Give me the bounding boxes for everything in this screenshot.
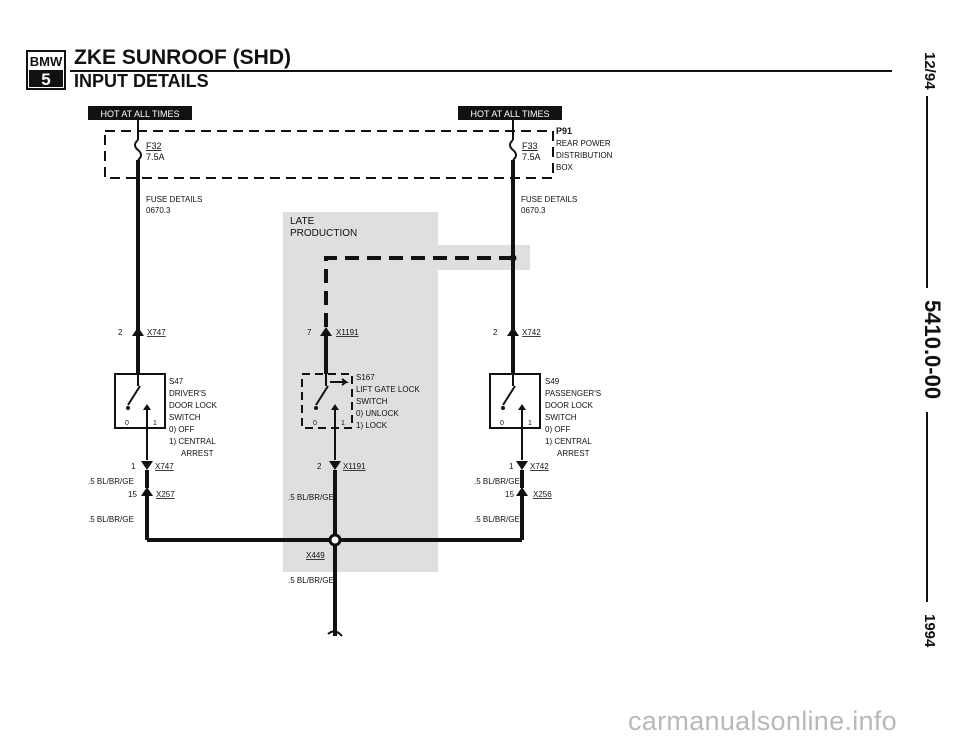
switch-s47-id: S47 xyxy=(169,377,184,386)
logo-text: BMW xyxy=(30,54,63,69)
side-rule-top xyxy=(926,96,928,288)
wire-left-lower: .5 BL/BR/GE xyxy=(88,515,134,524)
switch-s47-pos1: 1 xyxy=(153,420,157,427)
hot-box-left xyxy=(88,106,192,120)
fuse-left-id: F32 xyxy=(146,141,162,151)
late-production-label-2: PRODUCTION xyxy=(290,228,357,239)
wire-left-upper: .5 BL/BR/GE xyxy=(88,477,134,486)
conn-mid-bot-id: X1191 xyxy=(343,462,366,471)
switch-s167-pos0: 0 xyxy=(313,420,317,427)
page-title: ZKE SUNROOF (SHD) xyxy=(74,46,291,69)
conn-left-top-pin: 2 xyxy=(118,328,123,337)
switch-s167-pos1: 1 xyxy=(341,420,345,427)
conn-mid-top-id: X1191 xyxy=(336,328,359,337)
conn-right-bot-pin: 1 xyxy=(509,462,514,471)
wire-mid-lower: .5 BL/BR/GE xyxy=(288,576,334,585)
switch-s167-line2: SWITCH xyxy=(356,397,388,406)
switch-s49-id: S49 xyxy=(545,377,560,386)
switch-s47-state1b: ARREST xyxy=(181,449,214,458)
late-production-label-1: LATE xyxy=(290,216,315,227)
splice-x449 xyxy=(328,533,342,547)
wire-mid-upper: .5 BL/BR/GE xyxy=(288,493,334,502)
wire-right-upper: .5 BL/BR/GE xyxy=(474,477,520,486)
switch-s47-line2: DOOR LOCK xyxy=(169,401,218,410)
switch-s49-line3: SWITCH xyxy=(545,413,577,422)
fuse-details-right-ref: 0670.3 xyxy=(521,206,546,215)
fuse-f32-symbol xyxy=(134,139,142,161)
switch-s49-state0: 0) OFF xyxy=(545,425,570,434)
header-rule xyxy=(70,70,892,72)
switch-s47-line1: DRIVER'S xyxy=(169,389,206,398)
conn-right-top-id: X742 xyxy=(522,328,541,337)
logo-series: 5 xyxy=(41,70,50,89)
conn-left-x-pin: 15 xyxy=(128,490,137,499)
late-production-feed xyxy=(324,256,513,330)
switch-s49-line1: PASSENGER'S xyxy=(545,389,601,398)
hot-box-right xyxy=(458,106,562,120)
switch-s49-line2: DOOR LOCK xyxy=(545,401,594,410)
fuse-details-left: FUSE DETAILS xyxy=(146,195,202,204)
switch-s47-state1: 1) CENTRAL xyxy=(169,437,216,446)
dist-box-line1: REAR POWER xyxy=(556,139,611,148)
fuse-details-left-ref: 0670.3 xyxy=(146,206,171,215)
fuse-box-outline xyxy=(104,130,554,179)
switch-s167-id: S167 xyxy=(356,373,375,382)
watermark: carmanualsonline.info xyxy=(628,706,897,736)
switch-s167-line1: LIFT GATE LOCK xyxy=(356,385,420,394)
switch-s49-pos1: 1 xyxy=(528,420,532,427)
switch-s167-state0: 0) UNLOCK xyxy=(356,409,399,418)
conn-left-top-id: X747 xyxy=(147,328,166,337)
dist-box-id: P91 xyxy=(556,126,572,136)
hot-label-left: HOT AT ALL TIMES xyxy=(100,109,179,119)
conn-left-x-id: X257 xyxy=(156,490,175,499)
conn-left-bot-pin: 1 xyxy=(131,462,136,471)
dist-box-line3: BOX xyxy=(556,163,574,172)
conn-mid-top-pin: 7 xyxy=(307,328,312,337)
fuse-left-rating: 7.5A xyxy=(146,152,165,162)
late-production-region xyxy=(283,212,438,572)
switch-s47-line3: SWITCH xyxy=(169,413,201,422)
splice-id: X449 xyxy=(306,551,325,560)
wire-right-lower: .5 BL/BR/GE xyxy=(474,515,520,524)
switch-s49-pos0: 0 xyxy=(500,420,504,427)
switch-s49-state1b: ARREST xyxy=(557,449,590,458)
switch-s47-pos0: 0 xyxy=(125,420,129,427)
conn-right-top-pin: 2 xyxy=(493,328,498,337)
fuse-f33-symbol xyxy=(509,139,517,161)
switch-s49-box xyxy=(489,373,541,429)
switch-s47-state0: 0) OFF xyxy=(169,425,194,434)
conn-right-x-id: X256 xyxy=(533,490,552,499)
fuse-details-right: FUSE DETAILS xyxy=(521,195,577,204)
dist-box-line2: DISTRIBUTION xyxy=(556,151,613,160)
conn-right-x-pin: 15 xyxy=(505,490,514,499)
page-subtitle: INPUT DETAILS xyxy=(74,71,209,91)
fuse-right-id: F33 xyxy=(522,141,538,151)
side-rule-bottom xyxy=(926,412,928,602)
fuse-right-rating: 7.5A xyxy=(522,152,541,162)
switch-s49-state1: 1) CENTRAL xyxy=(545,437,592,446)
conn-mid-bot-pin: 2 xyxy=(317,462,322,471)
switch-s47-box xyxy=(114,373,166,429)
conn-right-bot-id: X742 xyxy=(530,462,549,471)
hot-label-right: HOT AT ALL TIMES xyxy=(470,109,549,119)
conn-left-bot-id: X747 xyxy=(155,462,174,471)
switch-s167-state1: 1) LOCK xyxy=(356,421,388,430)
bmw-logo: BMW 5 xyxy=(26,50,66,90)
